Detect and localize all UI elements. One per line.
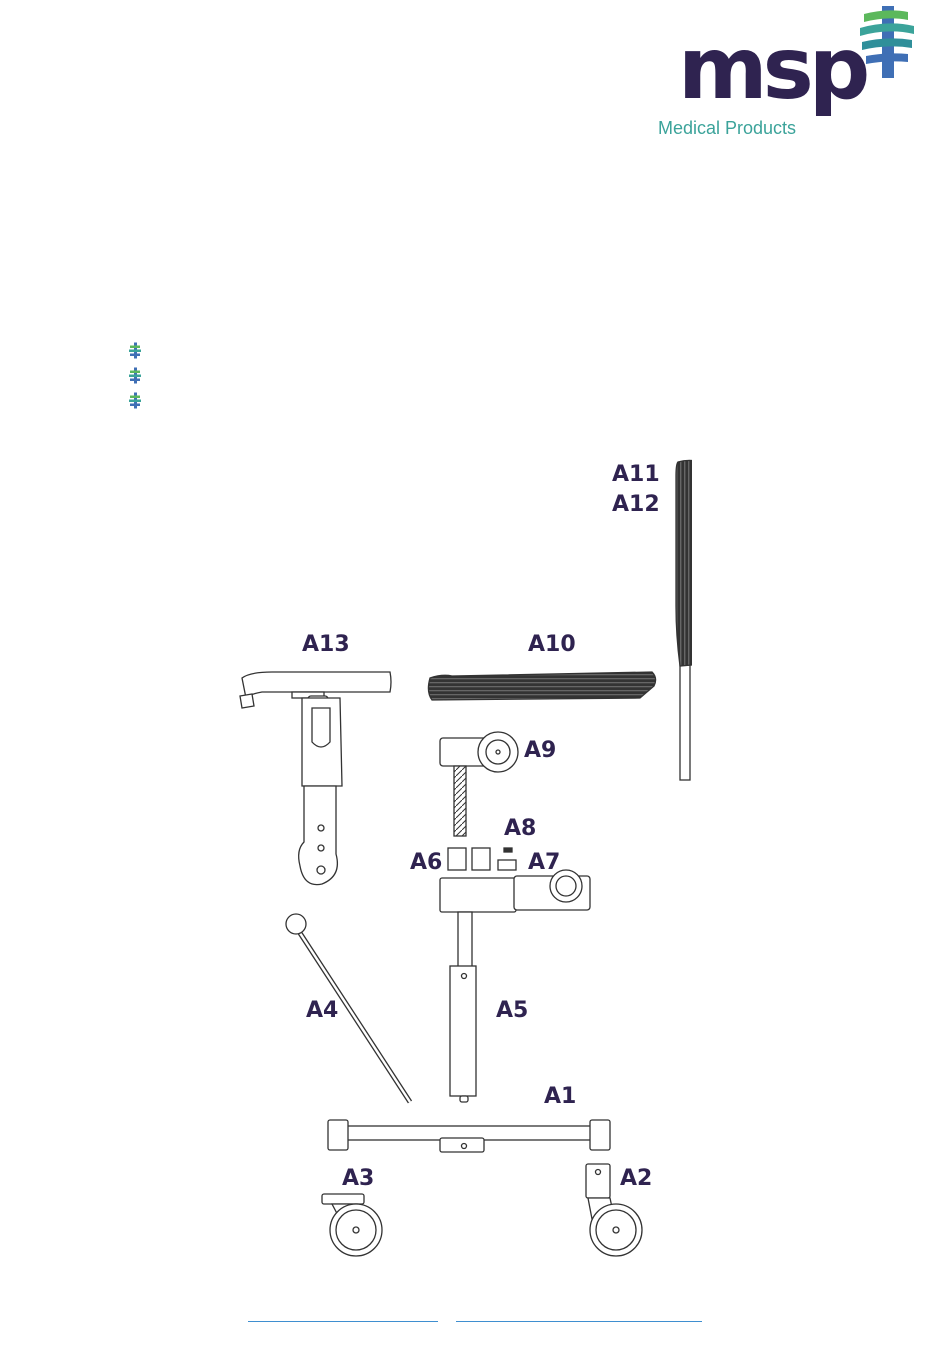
label-a11: A11 [612, 464, 660, 486]
label-a9: A9 [524, 740, 556, 762]
arm-pad [428, 672, 655, 700]
label-a2: A2 [620, 1168, 652, 1190]
label-a13: A13 [302, 634, 350, 656]
label-a12: A12 [612, 494, 660, 516]
logo-wordmark: msp [678, 26, 865, 112]
small-parts [448, 848, 516, 870]
label-a8: A8 [504, 818, 536, 840]
bullet-list [128, 338, 142, 413]
column [450, 912, 476, 1102]
msp-bullet-icon [128, 338, 142, 363]
caster-left [322, 1194, 382, 1256]
parts-diagram: A11 A12 A13 A10 A9 A8 A6 A7 A4 A5 A1 A3 … [192, 446, 692, 1276]
label-a3: A3 [342, 1168, 374, 1190]
msp-cross-stripes-icon [858, 6, 914, 78]
label-a10: A10 [528, 634, 576, 656]
logo-tagline: Medical Products [658, 118, 796, 139]
label-a7: A7 [528, 852, 560, 874]
label-a6: A6 [410, 852, 442, 874]
footer-link-website[interactable] [248, 1309, 438, 1322]
label-a1: A1 [544, 1086, 576, 1108]
msp-bullet-icon [128, 388, 142, 413]
base-frame [328, 1120, 610, 1152]
msp-logo: msp Medical Products [652, 6, 912, 146]
footer-link-email[interactable] [456, 1309, 702, 1322]
backrest-pad [676, 460, 692, 780]
msp-bullet-icon [128, 363, 142, 388]
label-a5: A5 [496, 1000, 528, 1022]
label-a4: A4 [306, 1000, 338, 1022]
handle-rod [286, 914, 410, 1102]
armrest-assembly [240, 672, 391, 885]
middle-clamp [440, 870, 590, 912]
